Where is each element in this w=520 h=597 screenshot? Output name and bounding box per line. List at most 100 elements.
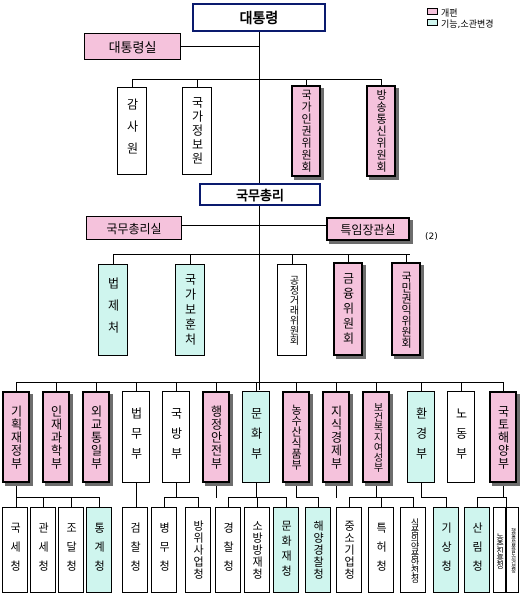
connector <box>421 483 422 498</box>
connector <box>256 497 287 498</box>
connector <box>228 497 229 507</box>
agency-box-forest: 산림청 <box>464 507 490 593</box>
committee-box-nis: 국가정보원 <box>182 87 212 175</box>
connector <box>506 497 507 507</box>
agency-box-veterans: 국가보훈처 <box>175 264 205 356</box>
ministry-box-strategy-finance: 기획재정부 <box>2 391 30 483</box>
connector <box>296 497 319 498</box>
connector <box>461 382 462 392</box>
connector <box>503 382 504 392</box>
connector <box>256 483 257 498</box>
president-office-box: 대통령실 <box>84 33 181 60</box>
president-box: 대통령 <box>192 3 326 32</box>
connector <box>132 79 382 80</box>
committee-box-human-rights: 국가인권위원회 <box>291 85 321 177</box>
connector <box>182 225 326 226</box>
pm-office-box: 국무총리실 <box>86 216 182 240</box>
committee-box-broadcasting: 방송통신위원회 <box>366 85 396 177</box>
connector <box>376 382 377 392</box>
connector <box>259 205 260 390</box>
ministry-box-foreign-unification: 외교통일부 <box>82 391 110 483</box>
connector <box>406 254 407 264</box>
connector <box>198 497 199 507</box>
connector <box>113 254 410 255</box>
connector <box>228 497 258 498</box>
connector <box>336 382 337 392</box>
connector <box>113 254 114 264</box>
legend-swatch-function-changed <box>427 19 438 26</box>
legend-label-function-changed: 기능,소관변경 <box>441 20 494 30</box>
agency-box-patent: 특허청 <box>368 507 394 593</box>
connector <box>176 382 177 392</box>
connector <box>381 497 382 507</box>
connector <box>16 382 504 383</box>
agency-box-rural-development: 농촌진흥청 <box>493 507 506 593</box>
connector <box>216 483 217 498</box>
connector <box>56 382 57 392</box>
ministry-box-justice: 법무부 <box>122 391 150 483</box>
ministry-box-public-admin: 행정안전부 <box>202 391 230 483</box>
connector <box>296 382 297 392</box>
connector <box>477 497 507 498</box>
agency-box-statistics: 통계청 <box>86 507 112 593</box>
special-office-box: 특임장관실 <box>326 217 410 241</box>
agency-box-military-manpower: 병무청 <box>151 507 177 593</box>
connector <box>164 497 165 507</box>
connector <box>176 483 177 498</box>
ministry-box-land-maritime: 국토해양부 <box>489 391 517 483</box>
agency-box-coast-guard: 해양경찰청 <box>305 507 331 593</box>
agency-box-emergency-management: 소방방재청 <box>244 507 270 593</box>
agency-box-meteorological: 기상청 <box>433 507 459 593</box>
prime-minister-box: 국무총리 <box>199 183 321 206</box>
connector <box>16 497 17 507</box>
agency-box-prosecution: 검찰청 <box>122 507 148 593</box>
legend-label-reorganized: 개편 <box>441 9 458 19</box>
ministry-box-defense: 국방부 <box>162 391 190 483</box>
ministry-box-culture: 문화부 <box>242 391 270 483</box>
connector <box>132 79 133 87</box>
connector <box>446 497 447 507</box>
connector <box>306 79 307 87</box>
ministry-box-agriculture-food: 농수산식품부 <box>282 391 310 483</box>
connector <box>136 483 137 507</box>
connector <box>296 483 297 498</box>
connector <box>181 46 259 47</box>
connector <box>349 497 350 507</box>
connector <box>477 497 478 507</box>
connector <box>421 382 422 392</box>
committee-box-audit: 감사원 <box>117 87 147 175</box>
connector <box>16 483 17 498</box>
agency-box-national-tax: 국세청 <box>2 507 28 593</box>
connector <box>421 497 447 498</box>
connector <box>257 497 258 507</box>
connector <box>256 382 257 392</box>
agency-box-financial: 금융위원회 <box>333 262 363 356</box>
ministry-box-labor: 노동부 <box>447 391 475 483</box>
connector <box>164 497 199 498</box>
agency-box-food-drug: 식품의약품안전청 <box>400 507 426 593</box>
connector <box>381 79 382 87</box>
connector <box>16 497 100 498</box>
connector <box>71 497 72 507</box>
connector <box>216 382 217 392</box>
connector <box>96 382 97 392</box>
special-office-note: (2) <box>425 232 438 242</box>
agency-box-multifunctional-city: 행정중심복합도시건설청 <box>506 507 519 593</box>
connector <box>99 497 100 507</box>
connector <box>43 497 44 507</box>
connector <box>349 497 382 498</box>
ministry-box-education-science: 인재과학부 <box>42 391 70 483</box>
agency-box-defense-acquisition: 방위사업청 <box>185 507 211 593</box>
agency-box-procurement: 조달청 <box>58 507 84 593</box>
agency-box-cultural-heritage: 문화재청 <box>273 507 299 593</box>
connector <box>376 483 377 498</box>
connector <box>136 382 137 392</box>
connector <box>16 382 17 392</box>
agency-box-small-business: 중소기업청 <box>336 507 362 593</box>
connector <box>292 254 293 264</box>
connector <box>503 483 504 498</box>
legend-swatch-reorganized <box>427 8 438 15</box>
connector <box>197 79 198 87</box>
agency-box-anticorruption: 국민권익위원회 <box>391 262 421 356</box>
ministry-box-knowledge-economy: 지식경제부 <box>322 391 350 483</box>
